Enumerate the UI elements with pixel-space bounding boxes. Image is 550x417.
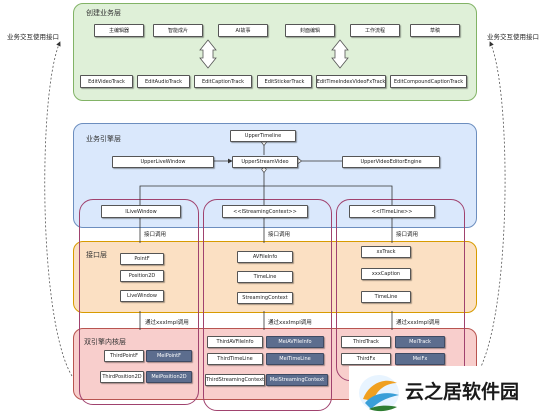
group-middle-outline	[203, 199, 332, 411]
livewindow-box: LiveWindow	[120, 290, 164, 302]
impl-label-right: 通过xxxImpl调用	[396, 320, 440, 326]
mei-track-box: MeiTrack	[395, 336, 445, 348]
track-audio: EditAudioTrack	[137, 75, 190, 88]
timeline-box-middle: TimeLine	[237, 271, 293, 283]
istreaming-context-box: <<IStreamingContext>>	[222, 205, 308, 218]
interface-layer-title: 接口层	[86, 251, 107, 259]
third-pointf-box: ThirdPointF	[104, 350, 144, 362]
engine-layer-title: 业务引擎层	[86, 135, 121, 143]
position2d-box: Position2D	[120, 270, 164, 282]
create-layer-title: 创建业务层	[86, 9, 121, 17]
dual-engine-layer-title: 双引擎内核层	[84, 338, 126, 346]
mei-timeline-box: MeiTimeLine	[266, 353, 324, 365]
impl-label-middle: 通过xxxImpl调用	[268, 320, 312, 326]
left-side-label: 业务交互使用接口	[7, 33, 59, 41]
top-box-workflow: 工作流程	[350, 24, 400, 37]
call-label-middle: 接口调用	[268, 232, 291, 238]
top-box-smart-clip: 智能成片	[153, 24, 203, 37]
track-timeindex-videofx: EditTimeIndexVideoFxTrack	[316, 75, 386, 88]
third-track-box: ThirdTrack	[341, 336, 391, 348]
track-video: EditVideoTrack	[80, 75, 133, 88]
streamingcontext-box: StreamingContext	[237, 292, 293, 304]
impl-label-left: 通过xxxImpl调用	[145, 320, 189, 326]
mei-position2d-box: MeiPosition2D	[146, 371, 192, 383]
third-streamingcontext-box: ThirdStreamingContext	[205, 374, 265, 386]
xxtrack-box: xxTrack	[361, 246, 411, 258]
track-sticker: EditStickerTrack	[257, 75, 312, 88]
third-position2d-box: ThirdPosition2D	[100, 371, 144, 383]
pointf-box: PointF	[120, 253, 164, 265]
third-fx-box: ThirdFx	[341, 353, 391, 365]
third-timeline-box: ThirdTimeLine	[207, 353, 263, 365]
watermark-logo-icon	[359, 375, 399, 412]
upper-video-editor-engine-box: UpperVideoEditorEngine	[342, 156, 440, 168]
avfileinfo-box: AVFileInfo	[237, 251, 293, 263]
itimeline-box: <<ITimeLine>>	[349, 205, 435, 218]
watermark: 云之居软件园	[349, 366, 550, 417]
xxxcaption-box: xxxCaption	[361, 268, 411, 280]
mei-streamingcontext-box: MeiStreamingContext	[266, 374, 328, 386]
upper-timeline-box: UpperTimeline	[230, 130, 296, 142]
upper-live-window-box: UpperLiveWindow	[112, 156, 214, 168]
timeline-box-right: TimeLine	[361, 291, 411, 303]
mei-avfileinfo-box: MeiAVFileInfo	[266, 336, 324, 348]
top-box-draft: 草稿	[410, 24, 460, 37]
group-left-outline	[79, 199, 199, 405]
call-label-left: 接口调用	[144, 232, 167, 238]
call-label-right: 接口调用	[396, 232, 419, 238]
top-box-ai-story: AI故事	[218, 24, 268, 37]
top-box-cover-edit: 封面编辑	[285, 24, 335, 37]
track-caption: EditCaptionTrack	[194, 75, 252, 88]
third-avfileinfo-box: ThirdAVFileInfo	[207, 336, 263, 348]
watermark-text: 云之居软件园	[405, 381, 520, 403]
upper-stream-video-box: UpperStreamVideo	[232, 156, 298, 168]
ilive-window-box: ILiveWindow	[101, 205, 181, 218]
top-box-main-editor: 主编辑器	[94, 24, 144, 37]
right-side-label: 业务交互使用接口	[487, 33, 539, 41]
track-compound-caption: EditCompoundCaptionTrack	[390, 75, 467, 88]
mei-fx-box: MeiFx	[395, 353, 445, 365]
mei-pointf-box: MeiPointF	[146, 350, 192, 362]
